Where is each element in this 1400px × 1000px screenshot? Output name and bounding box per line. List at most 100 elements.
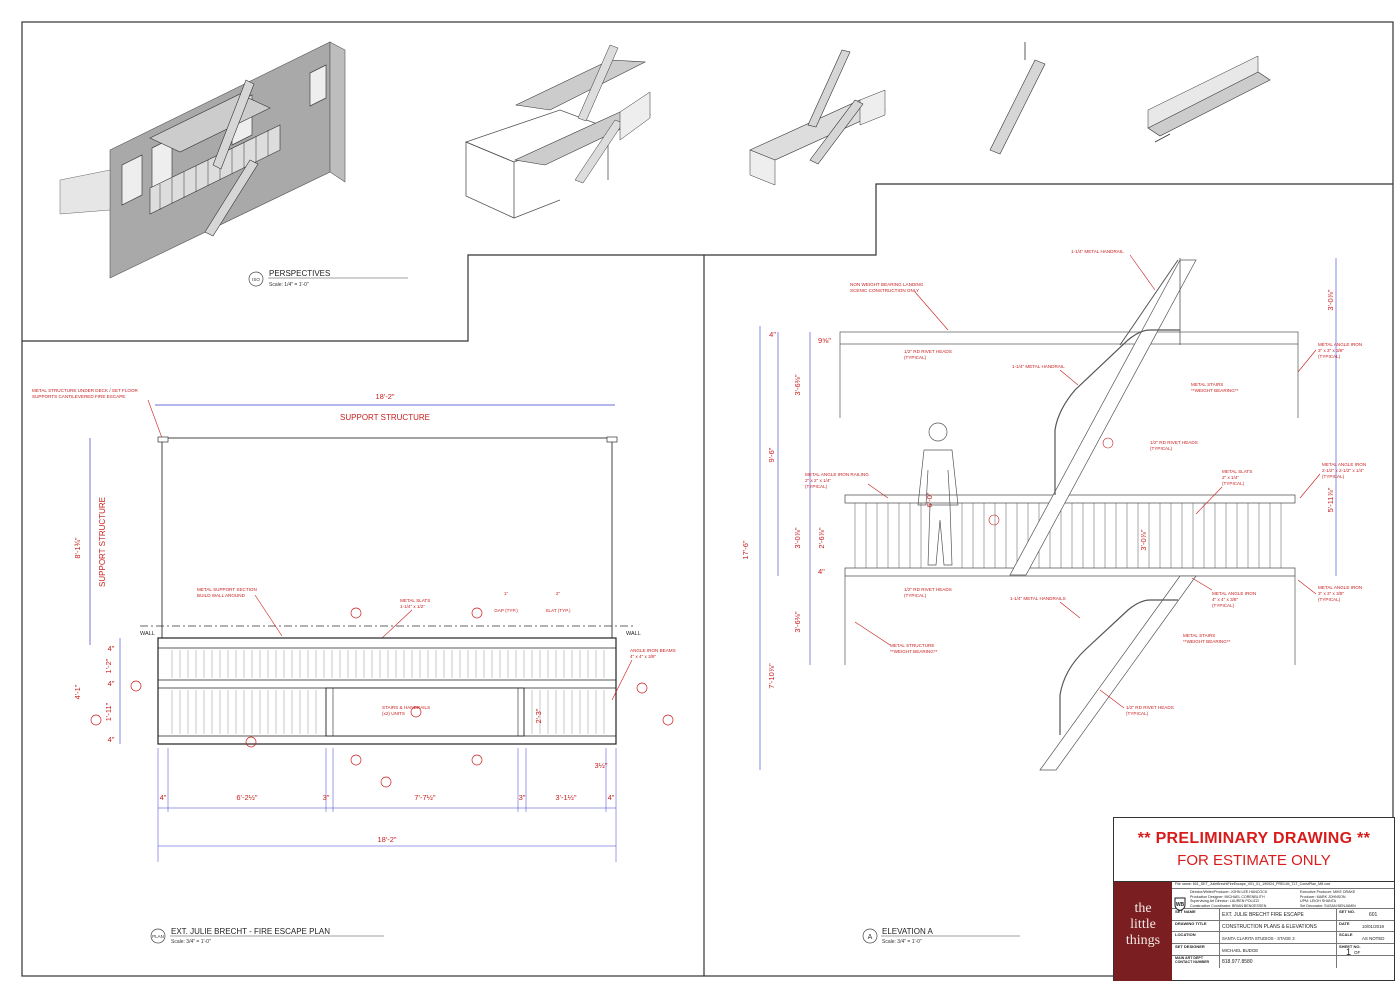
elev-dim-right-3-0: 3'-0⅞" [1326,289,1335,311]
perspective-landing-view [1147,55,1271,143]
plan-dim-bottom-4: 7'-7½" [414,793,436,802]
title-block: ** PRELIMINARY DRAWING ** FOR ESTIMATE O… [1113,817,1395,981]
set-name-label: SET NAME [1175,909,1196,914]
date: 10/01/2019 [1362,924,1384,929]
scale-label: SCALE [1339,932,1353,937]
estimate-banner: FOR ESTIMATE ONLY [1177,852,1331,869]
plan-dim-2-3: 2'-3" [534,708,543,723]
section-divider [22,183,1393,342]
elev-note-structure: METAL STRUCTURE [890,643,934,648]
plan-dim-4c: 4" [108,735,115,744]
elev-note-railing-3: (TYPICAL) [805,484,828,489]
contact-label-2: CONTACT NUMBER [1175,960,1210,964]
elev-note-angle-low-3: (TYPICAL) [1212,603,1235,608]
plan-dim-bottom-5: 3" [519,793,526,802]
plan-tag: PLAN [152,934,164,939]
elev-dim-3-0a: 3'-0⅞" [793,527,802,549]
title-block-grid: File name: 601_SET_JulieBrechtFireEscape… [1172,882,1394,981]
elev-note-handrails-low: 1-1/4" METAL HANDRAILS [1010,596,1066,601]
plan-note-metal-slats-2: 1-1/4" x 1/2" [400,604,425,609]
elev-note-angle-mid-3: (TYPICAL) [1322,474,1345,479]
elev-dim-17-6: 17'-6" [741,540,750,559]
plan-wall-left: WALL [140,631,155,637]
drawing-title-label: DRAWING TITLE [1175,921,1207,926]
plan-note-metal-support-2: BUILD WALL AROUND [197,593,246,598]
perspective-frame-view [464,44,652,219]
elev-note-rivet3: 1/2" RD RIVET HEADS [904,587,952,592]
file-label: File name: [1175,882,1192,886]
elev-dim-4a: 4" [769,330,776,339]
plan-dim-1-2: 1'-2" [104,658,113,673]
plan-dim-1-11: 1'-11" [104,702,113,721]
elev-note-angle-upper-3: (TYPICAL) [1318,354,1341,359]
plan-note-gap: GAP (TYP.) [494,608,518,613]
set-no: 601 [1369,912,1378,918]
crew-right-3: UPM: LEIGH SHANTA [1300,899,1337,904]
elev-dim-9-6: 9'-6" [767,447,776,462]
plan-note-stairs-2: (x2) UNITS [382,711,405,716]
location-label: LOCATION [1175,932,1196,937]
perspectives-tag: ISO [252,277,260,282]
elev-dim-2-6: 2'-6⅞" [817,527,826,549]
plan-scale: Scale: 3/4" = 1'-0" [171,939,211,945]
plan-note-metal-structure-2: SUPPORTS CANTILEVERED FIRE ESCAPE [32,394,125,399]
plan-dim-4b: 4" [108,679,115,688]
elev-dim-3-6a: 3'-6⅜" [793,374,802,396]
plan-dim-bottom-2: 6'-2½" [236,793,258,802]
plan-support-structure-side: SUPPORT STRUCTURE [98,497,107,587]
drawing-title: CONSTRUCTION PLANS & ELEVATIONS [1222,924,1317,930]
designer: MICHAEL BUDGE [1222,948,1259,953]
elev-note-stairs-upper: METAL STAIRS [1191,382,1223,387]
elev-note-angle-right-3: (TYPICAL) [1318,597,1341,602]
elev-note-handrail-top: 1-1/4" METAL HANDRAIL [1071,249,1124,254]
elev-note-rivet2-2: (TYPICAL) [1150,446,1173,451]
elev-note-handrail-mid: 1-1/4" METAL HANDRAIL [1012,364,1065,369]
elevation-tag: A [868,934,873,941]
elev-note-non-weight: NON WEIGHT BEARING LANDING [850,282,924,287]
elev-note-angle-mid-2: 2-1/2" x 2-1/2" x 1/4" [1322,468,1364,473]
plan-note-metal-structure: METAL STRUCTURE UNDER DECK / SET FLOOR [32,388,139,393]
scale-figure [917,422,959,566]
plan-tag-bubble [150,928,166,944]
perspectives-title: PERSPECTIVES [269,269,330,278]
elevation-drawing: 4" 9⅝" 3'-6⅜" 9'-6" 17'-6" 3'-0⅞" 2'-6⅞"… [741,249,1366,771]
crew-left-4: Construction Coordinator: BRIAN BENGESSE… [1190,903,1267,908]
logo-line-1: the [1134,901,1152,916]
elev-note-rivet3-2: (TYPICAL) [904,593,927,598]
elev-note-rivet4: 1/2" RD RIVET HEADS [1126,705,1174,710]
elev-note-rivet1: 1/2" RD RIVET HEADS [904,349,952,354]
crew-left-1: Director/Writer/Producer: JOHN LEE HANCO… [1190,890,1268,894]
elev-note-railing: METAL ANGLE IRON RAILING [805,472,869,477]
elev-note-angle-upper-2: 3" x 3" x 3/8" [1318,348,1344,353]
elev-note-angle-upper: METAL ANGLE IRON [1318,342,1362,347]
logo-line-3: things [1125,933,1161,948]
elev-note-slats-3: (TYPICAL) [1222,481,1245,486]
plan-dim-3-1-2: 3½" [594,761,607,770]
elev-note-stairs-lower-2: **WEIGHT BEARING** [1183,639,1231,644]
plan-note-angle-iron: ANGLE IRON BEAMS [630,648,676,653]
elevation-title: ELEVATION A [882,927,933,936]
elev-dim-9-8: 9⅝" [818,336,831,345]
file-name: 601_SET_JulieBrechtFireEscape_V01_01_190… [1192,882,1331,886]
elev-note-non-weight-2: SCENIC CONSTRUCTION ONLY [850,288,919,293]
sheet-label: SHEET NO. [1339,944,1361,949]
plan-note-metal-support: METAL SUPPORT SECTION [197,587,257,592]
elev-note-structure-2: **WEIGHT BEARING** [890,649,938,654]
elev-note-stairs-upper-2: **WEIGHT BEARING** [1191,388,1239,393]
show-logo: the little things [1114,882,1172,981]
crew-left-2: Production Designer: MICHAEL CORENBLITH [1190,894,1265,899]
plan-note-metal-slats: METAL SLATS [400,598,430,603]
wb-shield-icon: WB [1174,897,1186,911]
elev-note-angle-low: METAL ANGLE IRON [1212,591,1256,596]
elev-dim-3-0b: 3'-0⅞" [1139,529,1148,551]
logo-line-2: little [1130,917,1156,932]
designer-label: SET DESIGNER [1175,944,1205,949]
set-name: EXT. JULIE BRECHT FIRE ESCAPE [1222,912,1304,918]
elev-note-stairs-lower: METAL STAIRS [1183,633,1215,638]
plan-support-structure-label: SUPPORT STRUCTURE [340,413,430,422]
plan-dim-bottom-1: 4" [160,793,167,802]
perspective-building-view [59,41,346,279]
contact-number: 818.977.8580 [1222,959,1253,965]
set-no-label: SET NO. [1339,909,1356,914]
